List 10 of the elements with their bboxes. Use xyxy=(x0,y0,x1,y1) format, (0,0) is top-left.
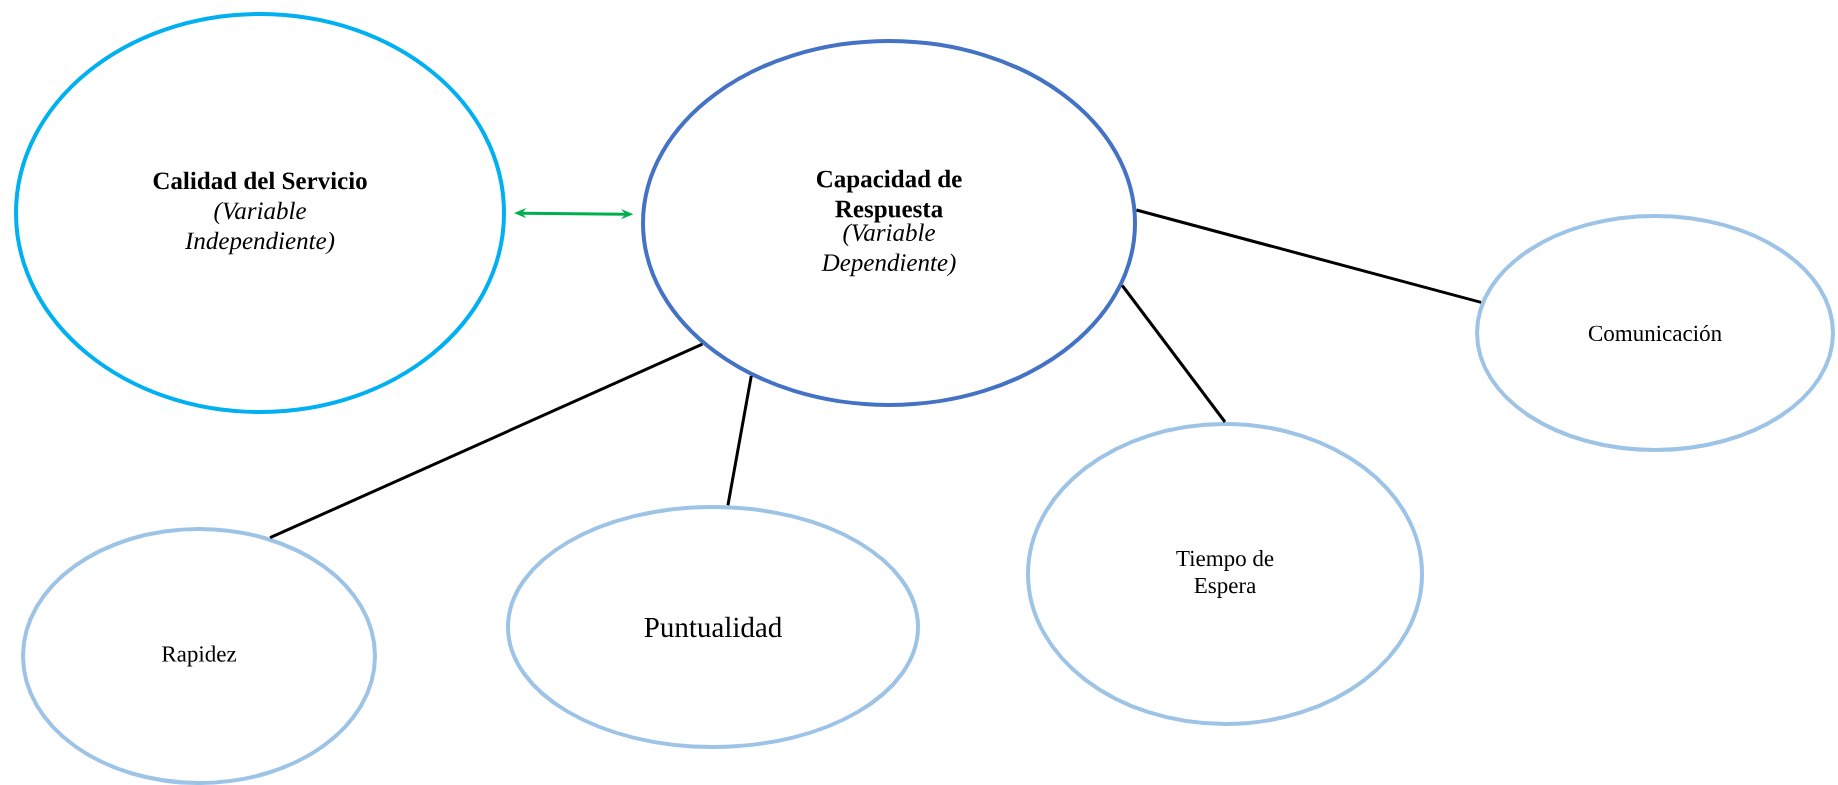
ellipse-node: Rapidez xyxy=(21,527,377,785)
ellipse-node: Comunicación xyxy=(1475,214,1835,452)
ellipse-node: Capacidad de Respuesta (Variable Dependiente) xyxy=(641,39,1137,407)
connector-line xyxy=(726,375,753,506)
ellipse-node: Tiempo de Espera xyxy=(1026,422,1424,726)
ellipse-node: Calidad del Servicio (Variable Independiente) xyxy=(14,12,506,414)
connector-line xyxy=(269,342,704,540)
connector-line xyxy=(1121,284,1227,423)
ellipse-node: Puntualidad xyxy=(506,505,920,749)
connector-line xyxy=(1136,208,1482,304)
